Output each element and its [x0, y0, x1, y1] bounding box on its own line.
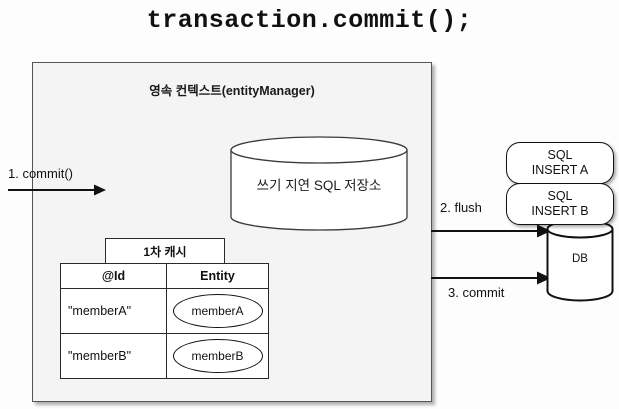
sql-store-cylinder: 쓰기 지연 SQL 저장소: [230, 136, 408, 231]
first-level-cache-table: @Id Entity "memberA" memberA "memberB" m…: [60, 263, 269, 379]
sql-insert-b-line1: SQL: [547, 189, 573, 203]
database-label: DB: [572, 253, 588, 265]
sql-insert-a-line1: SQL: [547, 148, 573, 162]
column-header-entity: Entity: [166, 263, 269, 289]
cell-id-memberB: "memberB": [60, 333, 167, 379]
sql-store-label: 쓰기 지연 SQL 저장소: [256, 178, 382, 193]
arrow-right-icon-db-commit: [431, 271, 551, 285]
table-row: "memberB" memberB: [60, 333, 269, 379]
flow-label-db-commit: 3. commit: [448, 285, 505, 300]
sql-insert-a-line2: INSERT A: [531, 163, 589, 177]
table-header-row: @Id Entity: [60, 263, 269, 289]
table-row: "memberA" memberA: [60, 288, 269, 334]
database-cylinder: DB: [546, 219, 614, 302]
sql-insert-b-pill: SQL INSERT B: [506, 183, 614, 225]
persistence-context-title: 영속 컨텍스트(entityManager): [149, 84, 315, 98]
column-header-id: @Id: [60, 263, 167, 289]
cell-entity-memberA: memberA: [166, 288, 269, 334]
arrow-right-icon-commit: [8, 184, 106, 196]
sql-insert-a-pill: SQL INSERT A: [506, 142, 614, 184]
cell-entity-memberB: memberB: [166, 333, 269, 379]
flow-label-flush: 2. flush: [440, 200, 482, 215]
cell-id-memberA: "memberA": [60, 288, 167, 334]
cylinder-icon: [230, 136, 408, 231]
entity-ellipse-memberB: memberB: [172, 339, 263, 373]
sql-insert-b-line2: INSERT B: [531, 204, 589, 218]
flow-label-commit: 1. commit(): [8, 166, 73, 181]
entity-ellipse-memberA: memberA: [172, 294, 263, 328]
first-level-cache-header: 1차 캐시: [105, 238, 225, 264]
arrow-right-icon-flush: [431, 224, 551, 238]
page-title: transaction.commit();: [146, 6, 473, 35]
